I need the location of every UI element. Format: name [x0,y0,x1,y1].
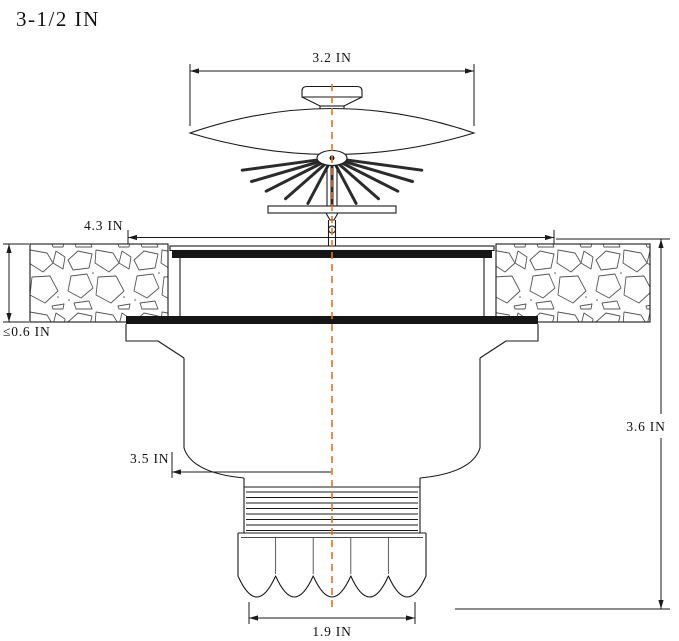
rubber-washer [126,316,538,324]
arrowhead [249,615,258,621]
strainer-basket [188,85,476,246]
nut-scallops [237,575,427,598]
strainer-dish [188,107,476,156]
sink-deck-left [29,243,169,323]
dim-deck-thickness: ≤0.6 IN [3,243,51,339]
arrowhead [128,234,137,241]
arrowhead [6,244,12,253]
page-title: 3-1/2 IN [16,7,100,31]
body-shoulder [125,324,185,359]
dim-overall-height: 3.6 IN [455,238,670,610]
dim-body-width-label: 3.5 IN [130,451,169,466]
dim-deck-thickness-label: ≤0.6 IN [3,324,51,339]
arrowhead [172,469,181,475]
arrowhead [545,234,554,241]
dim-flange-width: 4.3 IN [84,218,555,244]
dim-overall-height-label: 3.6 IN [626,419,665,434]
arrowhead [406,615,415,621]
arrowhead [658,600,664,609]
dim-top-width-label: 3.2 IN [312,50,351,65]
dim-top-width: 3.2 IN [189,50,475,126]
dim-outlet-width: 1.9 IN [248,602,416,639]
arrowhead [658,239,664,248]
sink-deck [29,243,651,323]
dim-body-width: 3.5 IN [130,451,331,478]
arrowhead [6,313,12,322]
sink-deck-right [495,243,651,323]
dim-flange-width-label: 4.3 IN [84,218,123,233]
body-taper [183,447,245,479]
arrowhead [465,68,474,74]
arrowhead [190,68,199,74]
body-shoulder [479,324,539,359]
dim-outlet-width-label: 1.9 IN [312,624,351,639]
body-taper [419,447,481,479]
